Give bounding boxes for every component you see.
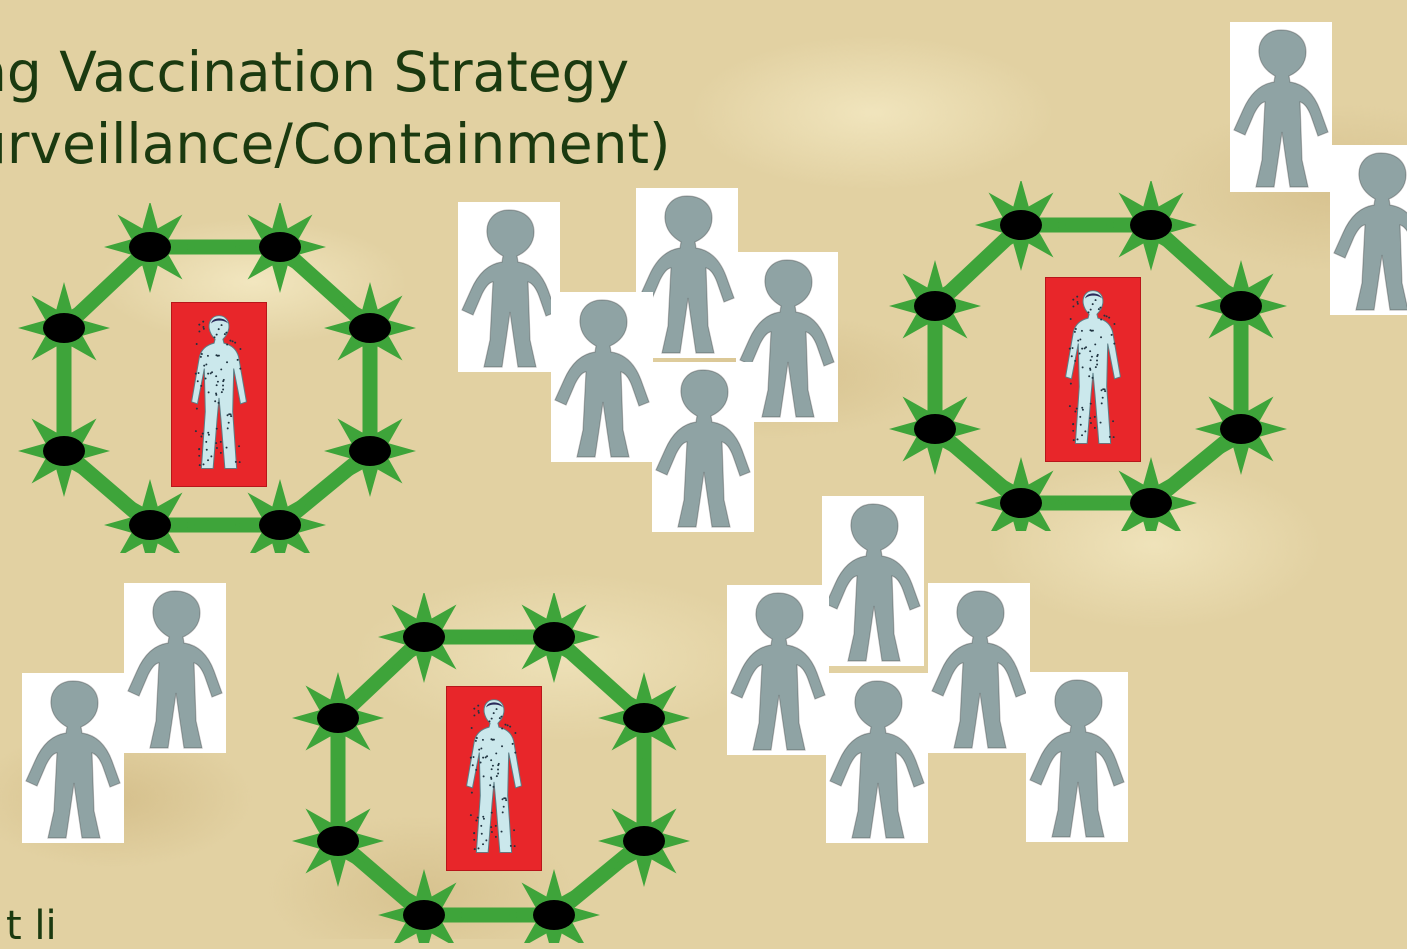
vaccination-ring-1 [2,201,432,571]
smallpox-patient-2 [1045,277,1141,462]
footer-text: t li [6,903,57,949]
smallpox-patient-1 [171,302,267,487]
unvaccinated-person [822,496,924,666]
vaccinated-person-icon [324,282,416,374]
vaccinated-person-icon [324,405,416,497]
vaccinated-person-icon [508,869,600,949]
vaccination-ring-icon [889,179,1287,549]
unvaccinated-person [727,585,829,755]
vaccinated-person-icon [104,201,196,293]
unvaccinated-person-icon [25,680,121,839]
vaccinated-person-icon [598,672,690,764]
unvaccinated-person-icon [127,590,223,749]
unvaccinated-person [551,292,653,462]
vaccinated-person-icon [975,179,1067,271]
vaccinated-person-icon [889,260,981,352]
unvaccinated-person-icon [554,299,650,458]
vaccinated-person-icon [234,201,326,293]
unvaccinated-person-icon [639,195,735,354]
unvaccinated-person-icon [730,592,826,751]
vaccinated-person-icon [1195,383,1287,475]
vaccinated-person-icon [1105,179,1197,271]
unvaccinated-person-icon [825,503,921,662]
vaccinated-person-icon [598,795,690,887]
vaccinated-person-icon [104,479,196,571]
vaccinated-person-icon [292,672,384,764]
smallpox-patient-3 [446,686,542,871]
unvaccinated-person [1330,145,1407,315]
unvaccinated-person [1026,672,1128,842]
smallpox-patient-icon [466,699,522,853]
unvaccinated-person-icon [655,369,751,528]
vaccination-ring-icon [18,201,416,571]
vaccinated-person-icon [378,869,470,949]
unvaccinated-person [458,202,560,372]
unvaccinated-person [22,673,124,843]
unvaccinated-person [124,583,226,753]
unvaccinated-person [1230,22,1332,192]
vaccinated-person-icon [889,383,981,475]
unvaccinated-person [826,673,928,843]
unvaccinated-person [652,362,754,532]
unvaccinated-person-icon [1029,679,1125,838]
vaccination-ring-2 [873,179,1303,549]
vaccinated-person-icon [1195,260,1287,352]
title-line-1: ng Vaccination Strategy [0,40,630,104]
slide-title: ng Vaccination Strategy urveillance/Cont… [0,36,670,180]
unvaccinated-person [636,188,738,358]
title-line-2: urveillance/Containment) [0,112,671,176]
unvaccinated-person-icon [931,590,1027,749]
vaccinated-person-icon [378,591,470,683]
vaccinated-person-icon [292,795,384,887]
vaccinated-person-icon [1105,457,1197,549]
unvaccinated-person-icon [1333,152,1407,311]
vaccinated-person-icon [234,479,326,571]
vaccinated-person-icon [975,457,1067,549]
vaccination-ring-icon [292,591,690,949]
unvaccinated-person-icon [829,680,925,839]
vaccinated-person-icon [508,591,600,683]
vaccinated-person-icon [18,405,110,497]
smallpox-patient-icon [191,315,247,469]
smallpox-patient-icon [1065,290,1121,444]
unvaccinated-person [928,583,1030,753]
vaccination-ring-3 [276,591,706,949]
unvaccinated-person-icon [461,209,557,368]
unvaccinated-person-icon [739,259,835,418]
vaccinated-person-icon [18,282,110,374]
unvaccinated-person-icon [1233,29,1329,188]
